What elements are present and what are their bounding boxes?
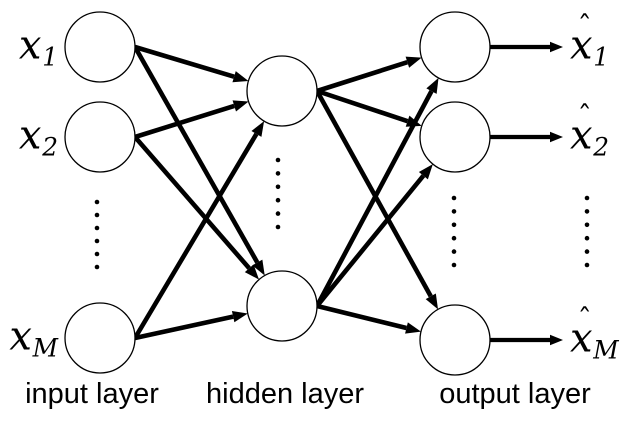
output-label-ellipsis-dot [584,209,590,214]
output-arrow-head [550,41,563,53]
input-ellipsis-dot [94,199,100,205]
math-subscript: 1 [593,42,610,72]
input-ellipsis-dot [94,238,100,244]
edge-arrow-head [232,100,249,112]
edge-arrow-head [251,121,265,137]
output-ellipsis-dot [451,209,457,214]
caption-hidden-layer: hidden layer [206,378,364,410]
edge-arrow-shaft [314,90,434,308]
math-subscript: M [593,335,619,365]
input-ellipsis-dot [94,225,100,231]
input-node-circle [64,11,136,83]
output-node-circle [419,101,491,173]
edge-arrow-head [425,293,439,310]
math-subscript: 2 [593,132,610,162]
output-arrow-head [550,131,563,143]
input-label-xM: xM [9,313,58,360]
hat-accent: ˆ [577,9,592,44]
output-ellipsis-dot [451,249,457,254]
math-base: x [570,22,593,69]
output-arrow-head [550,334,563,346]
hidden-ellipsis-dot [275,184,281,190]
edge-arrow-shaft [316,59,409,94]
math-subscript: M [32,333,58,363]
caption-input-layer: input layer [25,378,159,410]
output-node-circle [419,304,491,376]
edge-arrow-shaft [316,88,409,124]
edge-arrow-head [405,322,422,334]
output-ellipsis-dot [451,222,457,228]
edge-arrow-shaft [315,174,426,308]
edge-arrow-head [231,310,248,323]
math-base: x [18,22,42,69]
edge-arrow-head [418,164,433,180]
hidden-ellipsis-dot [275,197,281,203]
edge-arrow-shaft [132,45,260,264]
edge-arrow-head [426,77,439,94]
edge-arrow-head [244,264,260,280]
hidden-ellipsis-dot [275,211,281,216]
output-label-ellipsis-dot [584,262,590,268]
edge-arrow-head [405,56,422,68]
math-subscript: 2 [42,132,58,162]
edge-arrow-shaft [314,89,433,298]
math-base: x [9,313,32,360]
hidden-node-circle [246,55,318,127]
input-ellipsis-dot [94,212,100,218]
edge-arrow-head [232,71,249,83]
math-base: x [18,112,42,159]
edge-arrow-shaft [133,132,259,340]
output-ellipsis-dot [451,195,457,201]
hidden-ellipsis-dot [275,157,281,163]
output-label-ellipsis-dot [584,195,590,201]
hat-accent: ˆ [577,302,592,337]
edge-arrow-shaft [133,135,251,270]
edge-arrow-head [252,259,265,276]
hidden-node-circle [246,270,318,342]
math-base: x [570,112,593,159]
input-label-x1: x1 [18,22,58,69]
math-base: x [570,315,593,362]
input-ellipsis-dot [94,264,100,270]
output-node-circle [419,11,491,83]
output-label-ellipsis-dot [584,235,590,241]
input-label-x2: x2 [18,112,58,159]
hidden-ellipsis-dot [275,224,281,230]
edge-arrow-shaft [134,44,235,79]
edge-arrow-shaft [134,103,235,140]
edge-arrow-shaft [134,314,234,341]
output-ellipsis-dot [451,235,457,241]
output-label-ellipsis-dot [584,249,590,254]
input-ellipsis-dot [94,251,100,257]
caption-output-layer: output layer [439,378,591,410]
input-node-circle [64,101,136,173]
edge-arrow-shaft [316,303,408,331]
input-node-circle [64,302,136,374]
math-subscript: 1 [42,42,58,72]
output-label-ellipsis-dot [584,222,590,228]
hidden-ellipsis-dot [275,171,281,176]
hat-accent: ˆ [577,99,592,134]
output-ellipsis-dot [451,262,457,268]
